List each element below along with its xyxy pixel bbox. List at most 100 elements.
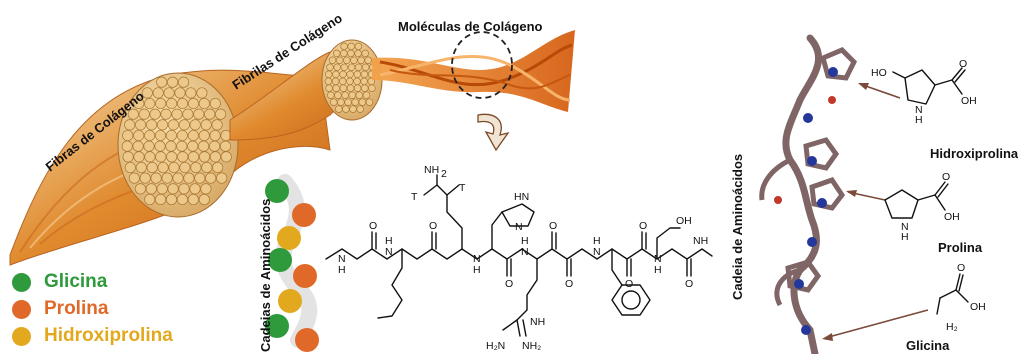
bead bbox=[293, 264, 317, 288]
atom-o: O bbox=[429, 220, 437, 232]
fiber-end bbox=[189, 119, 201, 131]
fiber-end bbox=[167, 119, 179, 131]
fiber-end bbox=[200, 119, 212, 131]
fiber-end bbox=[216, 172, 228, 184]
fiber-end bbox=[156, 183, 168, 195]
fiber-end bbox=[122, 129, 134, 142]
bead bbox=[295, 328, 319, 352]
fiber-end bbox=[335, 105, 343, 113]
label-cadeias-left: Cadeias de Aminoácidos bbox=[258, 199, 273, 352]
atom-h: H bbox=[521, 235, 529, 247]
fiber-end bbox=[209, 97, 221, 110]
fiber-end bbox=[200, 183, 212, 195]
fiber-end bbox=[146, 161, 158, 174]
peptide-structure bbox=[325, 174, 713, 337]
atom-oh: OH bbox=[970, 301, 986, 313]
collagen-fibril-bundle bbox=[229, 39, 383, 141]
fiber-end bbox=[340, 42, 348, 51]
fiber-end bbox=[154, 129, 167, 142]
fiber-end-circles bbox=[121, 76, 232, 206]
atom-o: O bbox=[565, 278, 573, 290]
fiber-end bbox=[353, 84, 362, 92]
fiber-end bbox=[358, 98, 367, 106]
atom-n: N bbox=[385, 246, 393, 258]
fiber-end bbox=[144, 193, 156, 206]
fiber-end bbox=[157, 161, 169, 174]
glycine-structure: O OH H₂ bbox=[936, 262, 986, 333]
fiber-end bbox=[161, 172, 173, 184]
fiber-end bbox=[355, 91, 364, 99]
fiber-end bbox=[209, 151, 221, 163]
fiber-end bbox=[187, 193, 199, 206]
fiber-end bbox=[332, 70, 340, 79]
fiber-end bbox=[333, 63, 341, 72]
fiber-end bbox=[338, 77, 347, 86]
fiber-end bbox=[365, 98, 374, 106]
fiber-end bbox=[361, 84, 369, 92]
atom-n: N bbox=[593, 246, 601, 258]
fiber-end bbox=[187, 97, 199, 110]
fiber-end bbox=[128, 172, 140, 184]
fiber-end bbox=[209, 140, 221, 152]
fiber-end bbox=[340, 49, 348, 58]
label-moleculas: Moléculas de Colágeno bbox=[398, 19, 543, 34]
legend-dot-prolina bbox=[12, 300, 31, 319]
atom-o: O bbox=[942, 171, 950, 183]
fiber-end bbox=[354, 49, 362, 58]
bead bbox=[268, 248, 292, 272]
fiber-end bbox=[154, 140, 166, 152]
atom-n-3d bbox=[828, 67, 838, 77]
atom-n-3d bbox=[794, 279, 804, 289]
fiber-end bbox=[156, 76, 168, 88]
fiber-end bbox=[201, 161, 213, 174]
fiber-end bbox=[122, 151, 134, 163]
fiber-end bbox=[198, 151, 211, 163]
fiber-end bbox=[362, 91, 371, 99]
fiber-end bbox=[324, 77, 333, 86]
fiber-end bbox=[135, 161, 147, 174]
fiber-end bbox=[364, 56, 372, 65]
fiber-end bbox=[149, 108, 161, 120]
fiber-end bbox=[354, 63, 363, 72]
fiber-end bbox=[144, 151, 156, 163]
fiber-end bbox=[346, 84, 355, 92]
fiber-end bbox=[172, 172, 184, 184]
fiber-end bbox=[357, 56, 365, 65]
atom-n-3d bbox=[807, 156, 817, 166]
legend-label-glicina: Glicina bbox=[44, 271, 108, 292]
atom-o: O bbox=[959, 58, 967, 70]
fiber-end bbox=[177, 151, 189, 163]
fiber-end bbox=[356, 105, 364, 113]
atom-nh2-sub: 2 bbox=[441, 168, 447, 180]
fiber-end bbox=[361, 63, 370, 72]
fiber-end bbox=[198, 140, 210, 152]
bead bbox=[265, 179, 289, 203]
fiber-end bbox=[325, 84, 333, 92]
atom-n-3d bbox=[803, 113, 813, 123]
fiber-end bbox=[344, 98, 352, 106]
atom-h: H bbox=[338, 264, 346, 276]
fiber-end bbox=[219, 140, 232, 152]
fiber-end bbox=[176, 97, 189, 110]
bead bbox=[278, 289, 302, 313]
curved-arrow-icon bbox=[477, 113, 510, 152]
atom-n-3d bbox=[801, 325, 811, 335]
fiber-end bbox=[189, 183, 201, 195]
fiber-end bbox=[133, 97, 145, 110]
atom-h2n: H₂N bbox=[486, 340, 505, 352]
fiber-end bbox=[347, 49, 355, 58]
fiber-end bbox=[178, 183, 190, 195]
fiber-end bbox=[167, 76, 179, 88]
fiber-end bbox=[163, 87, 175, 99]
legend-dot-glicina bbox=[12, 273, 31, 292]
atom-h: H bbox=[385, 235, 393, 247]
atom-n: N bbox=[915, 104, 923, 116]
fiber-end bbox=[204, 108, 216, 120]
fiber-end bbox=[360, 70, 369, 79]
fiber-end bbox=[349, 105, 357, 113]
fiber-end bbox=[347, 63, 356, 72]
fiber-end bbox=[335, 56, 344, 65]
atom-nh: NH bbox=[530, 316, 545, 328]
fiber-end bbox=[143, 140, 155, 152]
fiber-end bbox=[150, 172, 162, 184]
